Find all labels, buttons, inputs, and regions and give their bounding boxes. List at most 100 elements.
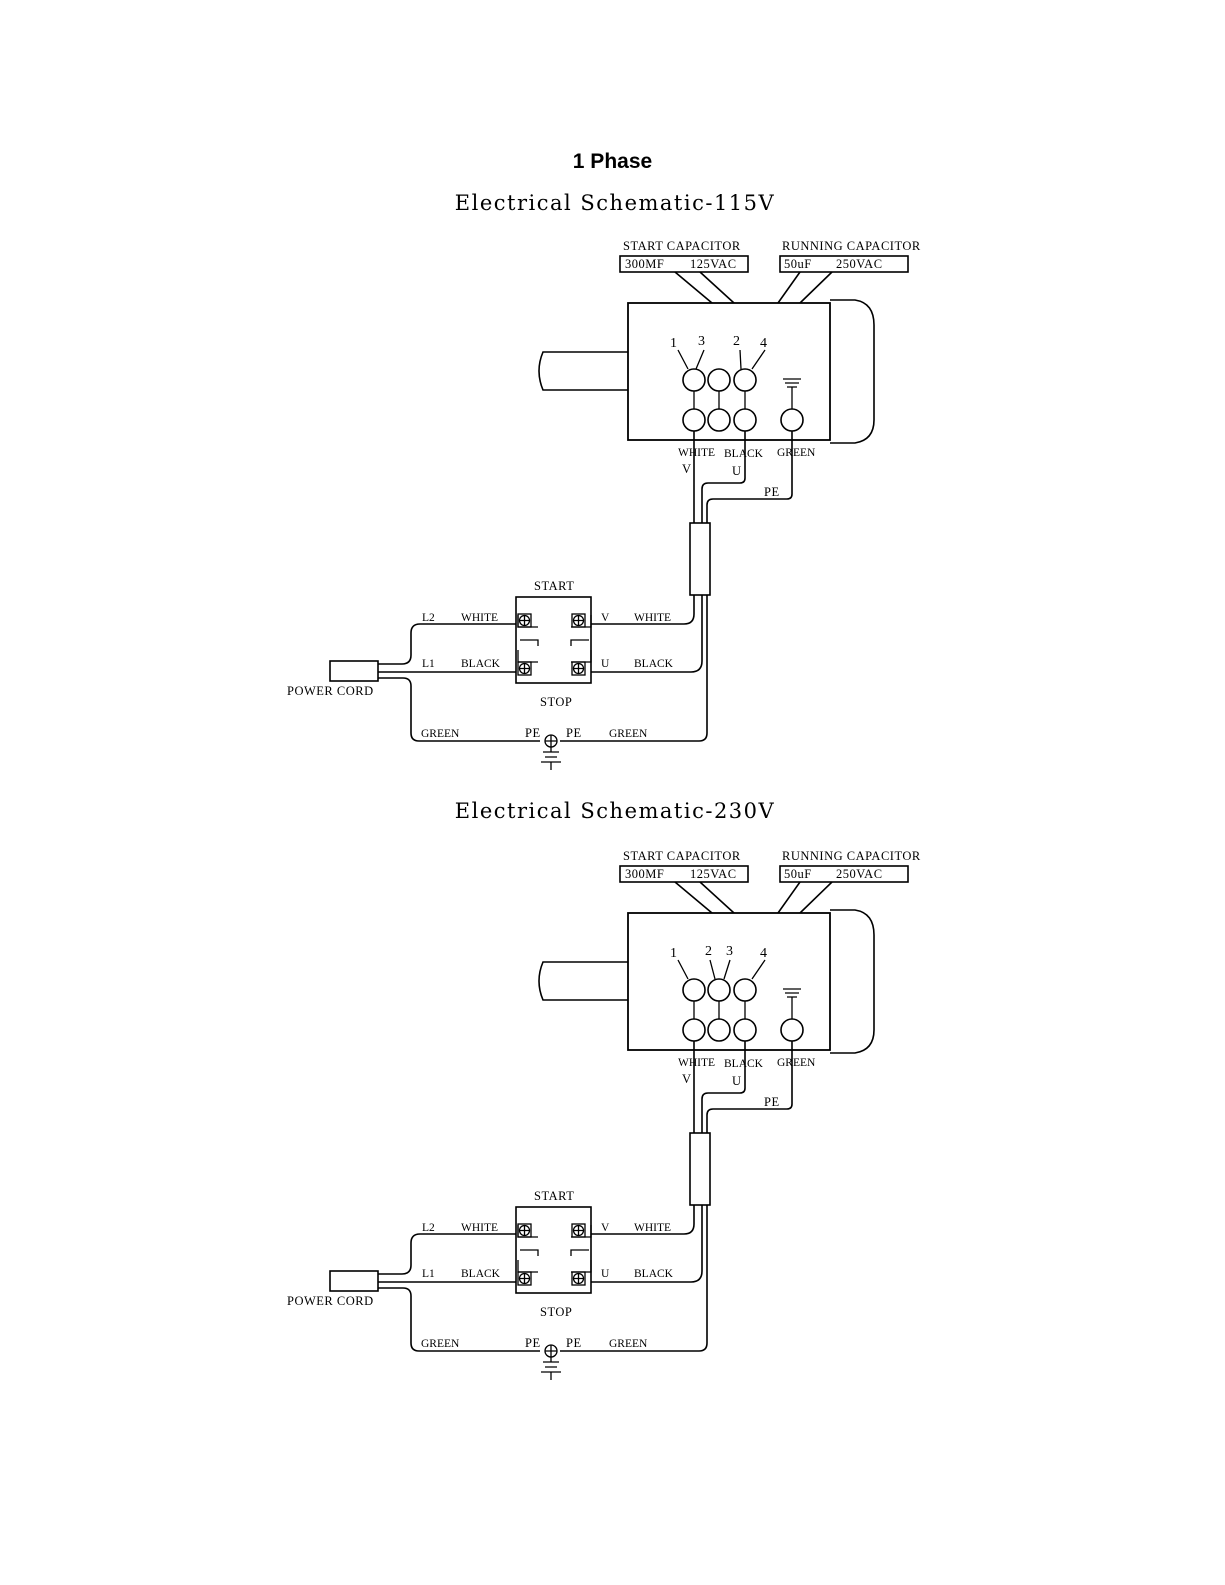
ground-pe-right-label: PE (566, 1336, 582, 1350)
motor-shaft (538, 351, 628, 391)
load-u-label: U (601, 1268, 610, 1280)
motor-lead-wires (693, 431, 793, 523)
terminal-number-pointers (677, 349, 766, 370)
ground-green-left-label: GREEN (421, 1338, 460, 1350)
line-white-label: WHITE (461, 612, 498, 624)
running-capacitor-label: RUNNING CAPACITOR (782, 849, 921, 863)
capacitor-leads (674, 271, 833, 304)
switch-start-label: START (534, 1189, 574, 1203)
start-capacitor-voltage: 125VAC (690, 257, 737, 271)
lead-black-label: BLACK (724, 448, 764, 460)
terminal-number: 4 (760, 336, 767, 351)
running-capacitor-voltage: 250VAC (836, 257, 883, 271)
running-capacitor-box (779, 865, 909, 883)
lead-pe-label: PE (764, 485, 780, 499)
ground-symbol (541, 1344, 561, 1380)
switch-stop-label: STOP (540, 1305, 572, 1319)
lead-u-label: U (732, 1074, 742, 1088)
line-black-label: BLACK (461, 1268, 501, 1280)
cable-sleeve (689, 522, 711, 596)
power-cord-plug (329, 1270, 379, 1292)
lead-v-label: V (682, 1072, 692, 1086)
lead-u-label: U (732, 464, 742, 478)
switch-terminal (571, 1223, 586, 1238)
page-title: 1 Phase (572, 150, 653, 173)
switch-start-label: START (534, 579, 574, 593)
load-u-label: U (601, 658, 610, 670)
terminal-number: 3 (726, 944, 733, 959)
lead-white-label: WHITE (678, 1057, 715, 1069)
motor-body (627, 912, 831, 1051)
load-black-label: BLACK (634, 1268, 674, 1280)
lead-black-label: BLACK (724, 1058, 764, 1070)
start-capacitor-box (619, 865, 749, 883)
cable-sleeve (689, 1132, 711, 1206)
switch-terminal (571, 1271, 586, 1286)
load-white-label: WHITE (634, 1222, 671, 1234)
wire-l2 (378, 1233, 516, 1275)
lead-v-label: V (682, 462, 692, 476)
switch-terminal (517, 1271, 532, 1286)
line-l2-label: L2 (422, 612, 435, 624)
switch-terminal (571, 613, 586, 628)
terminal-number: 1 (670, 946, 677, 961)
motor-lead-wires (693, 1041, 793, 1133)
motor-end-cap (830, 909, 875, 1054)
wire-v (591, 1205, 695, 1235)
schematic-title: Electrical Schematic-115V (455, 191, 775, 215)
lead-green-label: GREEN (777, 447, 816, 459)
start-stop-switch: START STOP (515, 1189, 592, 1319)
wire-u (591, 1205, 703, 1283)
schematic-230v: Electrical Schematic-230V START CAPACITO… (287, 799, 921, 1380)
wire-green-right (560, 595, 708, 742)
line-l1-label: L1 (422, 1268, 435, 1280)
ground-green-left-label: GREEN (421, 728, 460, 740)
terminal-block: 1 3 2 4 (670, 334, 804, 432)
schematic-title: Electrical Schematic-230V (455, 799, 775, 823)
load-black-label: BLACK (634, 658, 674, 670)
ground-pe-left-label: PE (525, 1336, 541, 1350)
schematic-115v: Electrical Schematic-115V START CAPACITO… (287, 191, 920, 770)
start-stop-switch: START STOP (515, 579, 592, 709)
lead-white-label: WHITE (678, 447, 715, 459)
running-capacitor-box (779, 255, 909, 273)
switch-stop-label: STOP (540, 695, 572, 709)
ground-symbol (541, 734, 561, 770)
terminal-number: 4 (760, 946, 767, 961)
switch-terminal (517, 661, 532, 676)
lead-pe-label: PE (764, 1095, 780, 1109)
running-capacitor-value: 50uF (784, 257, 812, 271)
wire-l2 (378, 623, 516, 665)
motor (538, 299, 875, 444)
wire-green-left (378, 677, 540, 742)
motor-end-cap (830, 299, 875, 444)
ground-pe-right-label: PE (566, 726, 582, 740)
load-white-label: WHITE (634, 612, 671, 624)
wire-u (591, 595, 703, 673)
start-capacitor-voltage: 125VAC (690, 867, 737, 881)
terminal-number: 2 (705, 944, 712, 959)
wire-green-left (378, 1287, 540, 1352)
switch-body (515, 596, 592, 684)
start-capacitor-value: 300MF (625, 257, 664, 271)
switch-terminal (517, 613, 532, 628)
power-cord-plug (329, 660, 379, 682)
capacitor-leads (674, 881, 833, 914)
motor (538, 909, 875, 1054)
motor-shaft (538, 961, 628, 1001)
line-white-label: WHITE (461, 1222, 498, 1234)
switch-terminal (517, 1223, 532, 1238)
switch-body (515, 1206, 592, 1294)
ground-green-right-label: GREEN (609, 728, 648, 740)
switch-terminal (571, 661, 586, 676)
motor-body (627, 302, 831, 441)
lead-green-label: GREEN (777, 1057, 816, 1069)
load-v-label: V (601, 612, 610, 624)
terminal-number-pointers (677, 959, 766, 980)
terminal-block: 1 2 3 4 (670, 944, 804, 1042)
load-v-label: V (601, 1222, 610, 1234)
line-l2-label: L2 (422, 1222, 435, 1234)
start-capacitor-label: START CAPACITOR (623, 239, 741, 253)
